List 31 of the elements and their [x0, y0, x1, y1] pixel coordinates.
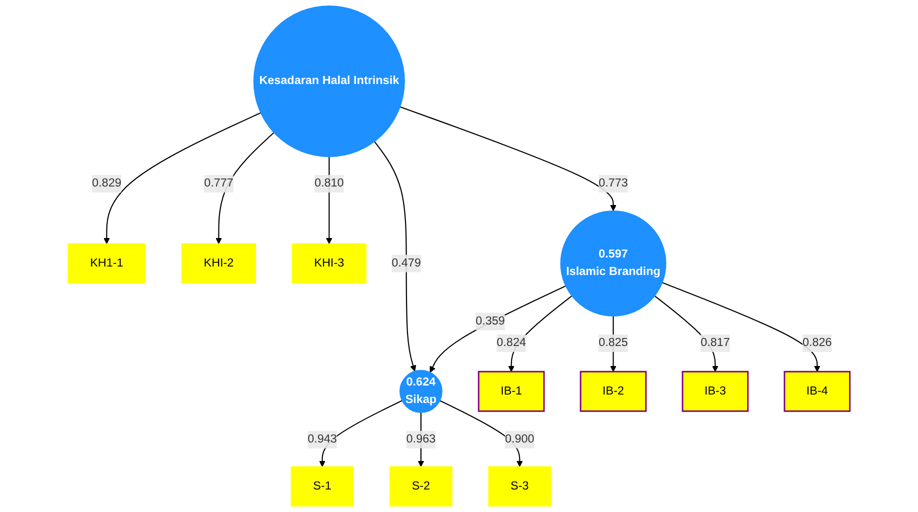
node-box: S-2 — [390, 466, 452, 506]
edge-label: 0.943 — [308, 432, 337, 446]
arrow — [103, 112, 261, 244]
node-circle: 0.624 Sikap — [399, 370, 442, 413]
node-box: IB-3 — [682, 370, 749, 412]
node-circle: 0.597 Islamic Branding — [560, 210, 666, 317]
edge-label: 0.479 — [392, 256, 421, 270]
node-box: S-3 — [488, 466, 552, 506]
node-box: IB-1 — [478, 370, 545, 412]
edge-label: 0.773 — [598, 177, 628, 190]
arrow — [374, 141, 416, 372]
node-box: KHI-3 — [292, 243, 366, 284]
node-box: KHI-2 — [181, 243, 256, 284]
edge-label: 0.963 — [406, 432, 436, 446]
edge-label: 0.810 — [314, 177, 344, 190]
arrow — [400, 106, 616, 212]
node-box: KH1-1 — [68, 243, 146, 284]
edge-label: 0.359 — [476, 314, 505, 328]
edge-label: 0.826 — [802, 336, 832, 350]
node-circle: Kesadaran Halal Intrinsik — [253, 6, 405, 158]
arrow — [430, 285, 566, 373]
edge-label: 0.824 — [496, 336, 526, 350]
arrow — [662, 282, 820, 372]
node-box: IB-2 — [580, 370, 647, 412]
node-box: S-1 — [290, 466, 354, 506]
node-box: IB-4 — [784, 370, 851, 412]
edge-label: 0.777 — [204, 177, 234, 190]
edge-label: 0.900 — [505, 432, 534, 446]
edge-label: 0.817 — [700, 336, 730, 350]
edge-label: 0.825 — [598, 336, 628, 350]
edge-label: 0.829 — [92, 177, 122, 190]
